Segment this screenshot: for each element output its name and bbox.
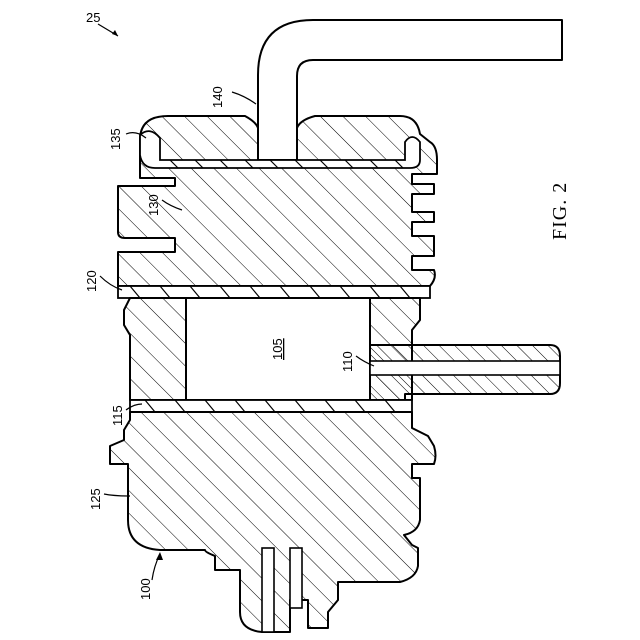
label-chamber-105: 105 [270, 338, 285, 360]
svg-text:140: 140 [210, 86, 225, 108]
label-inlet-tube-140: 140 [210, 86, 256, 108]
svg-text:130: 130 [146, 194, 161, 216]
svg-text:105: 105 [270, 338, 285, 360]
base-block [110, 412, 436, 632]
upper-gasket [118, 286, 430, 298]
svg-text:115: 115 [110, 405, 125, 426]
figure-title: FIG. 2 [549, 182, 571, 240]
svg-text:100: 100 [138, 578, 153, 600]
svg-text:125: 125 [88, 488, 103, 510]
label-base-block-125: 125 [88, 488, 130, 510]
svg-text:135: 135 [108, 128, 123, 150]
label-upper-seal-120: 120 [84, 270, 122, 292]
svg-text:120: 120 [84, 270, 99, 292]
svg-text:110: 110 [340, 351, 355, 372]
outlet-port [370, 345, 560, 400]
svg-text:FIG. 2: FIG. 2 [549, 182, 571, 240]
label-assembly-25: 25 [86, 10, 118, 36]
svg-text:25: 25 [86, 10, 100, 25]
lower-gasket [130, 400, 412, 412]
label-housing-100: 100 [138, 552, 163, 600]
